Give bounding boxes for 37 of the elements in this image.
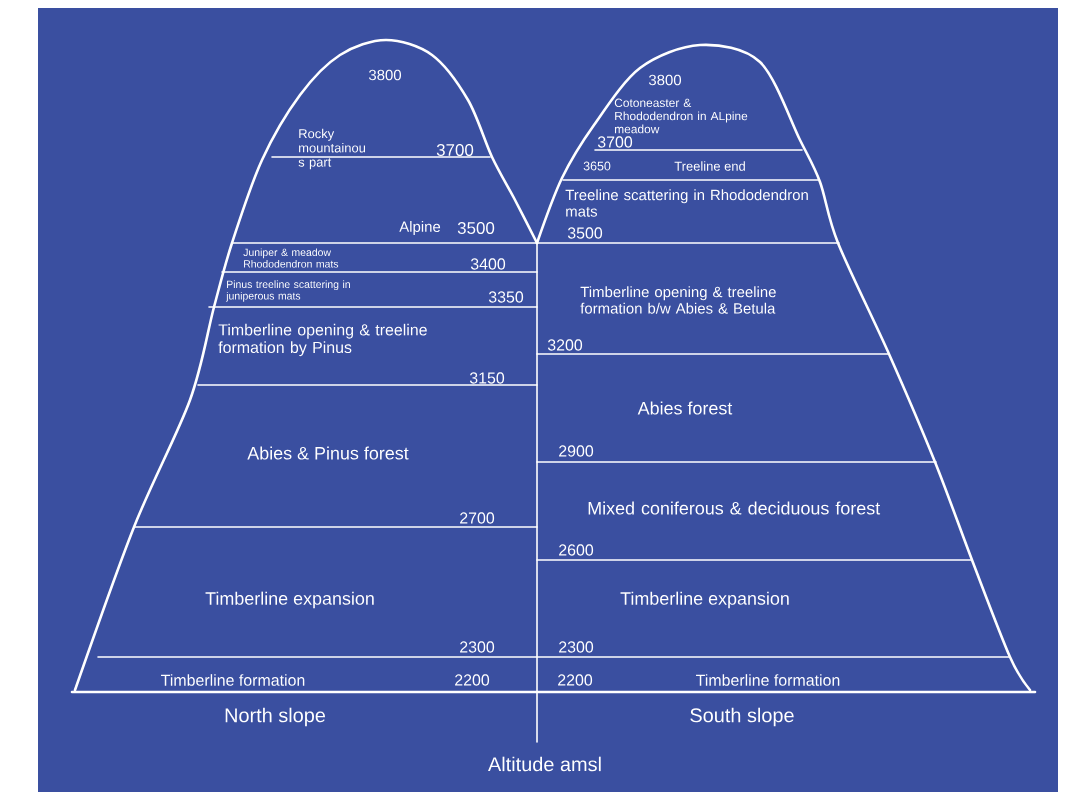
zone-label: Alpine (399, 221, 441, 235)
altitude-label: 2600 (559, 544, 594, 556)
altitude-label: 2200 (558, 674, 593, 686)
slope-label: North slope (225, 707, 326, 727)
altitude-label: 2900 (559, 445, 594, 457)
zone-label: Abies & Pinus forest (247, 446, 409, 460)
zone-label: Treeline end (674, 161, 745, 171)
altitude-label: 3500 (457, 222, 495, 234)
zone-label: Rocky mountainou s part (298, 128, 365, 170)
altitude-label: 3150 (469, 372, 505, 384)
altitude-label: 3700 (436, 144, 474, 156)
zone-label: Treeline scattering in Rhododendron mats (565, 189, 808, 217)
zone-label: Pinus treeline scattering in juniperous mats (225, 280, 350, 302)
zone-label: Mixed coniferous & deciduous forest (588, 501, 881, 515)
axis-title: Altitude amsl (488, 756, 601, 772)
altitude-label: 2700 (460, 512, 495, 524)
zone-label: Timberline formation (161, 674, 305, 686)
altitude-label: 2200 (455, 674, 490, 686)
altitude-label: 2300 (559, 641, 594, 653)
zone-label: Abies forest (637, 401, 733, 415)
altitude-label: 2300 (460, 641, 495, 653)
zone-label: Timberline expansion (620, 591, 789, 609)
altitude-label: 3200 (547, 339, 583, 351)
altitude-label: 3650 (583, 161, 611, 171)
altitude-label: 3800 (368, 69, 402, 81)
altitude-label: 3350 (488, 291, 524, 303)
slope-label: South slope (690, 707, 794, 727)
zone-label: Timberline opening & treeline formation b/w Abies & Betula (580, 286, 776, 314)
altitude-label: 3400 (470, 258, 506, 270)
zone-label: Timberline expansion (205, 591, 374, 609)
altitude-label: 3700 (597, 136, 633, 148)
zone-label: Timberline opening & treeline formation by Pinus (218, 323, 427, 357)
zone-label: Juniper & meadow Rhododendron mats (243, 248, 339, 268)
altitude-label: 3800 (648, 74, 682, 86)
zone-label: Timberline formation (696, 674, 840, 686)
zone-label: Cotoneaster & Rhododendron in ALpine meadow (614, 98, 748, 134)
altitude-label: 3500 (567, 227, 603, 239)
